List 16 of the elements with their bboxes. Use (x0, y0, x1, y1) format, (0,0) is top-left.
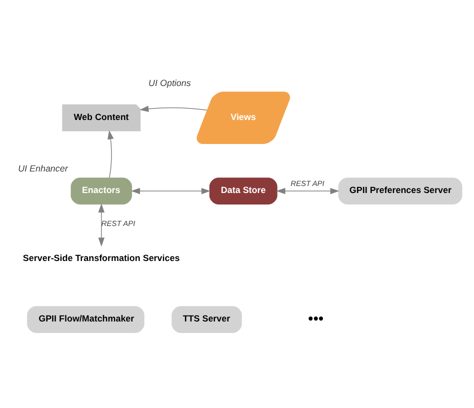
arrow (131, 187, 210, 194)
node-box: TTS Server (172, 306, 242, 332)
node-label: UI Enhancer (18, 163, 68, 174)
edge-label: REST API (101, 218, 136, 228)
node-text: Server-Side Transformation Services (22, 252, 180, 262)
node-label: UI Options (148, 77, 191, 88)
node-box: GPII Preferences Server (338, 177, 462, 204)
label: ••• (308, 310, 324, 327)
node-box: Data Store (209, 177, 278, 204)
arrow (276, 187, 340, 194)
node-box: GPII Flow/Matchmaker (27, 306, 144, 332)
arrow (98, 203, 105, 246)
edge-label: REST API (290, 178, 324, 188)
node-box: Enactors (70, 177, 132, 204)
arrow (108, 130, 114, 178)
arrow (140, 105, 208, 112)
